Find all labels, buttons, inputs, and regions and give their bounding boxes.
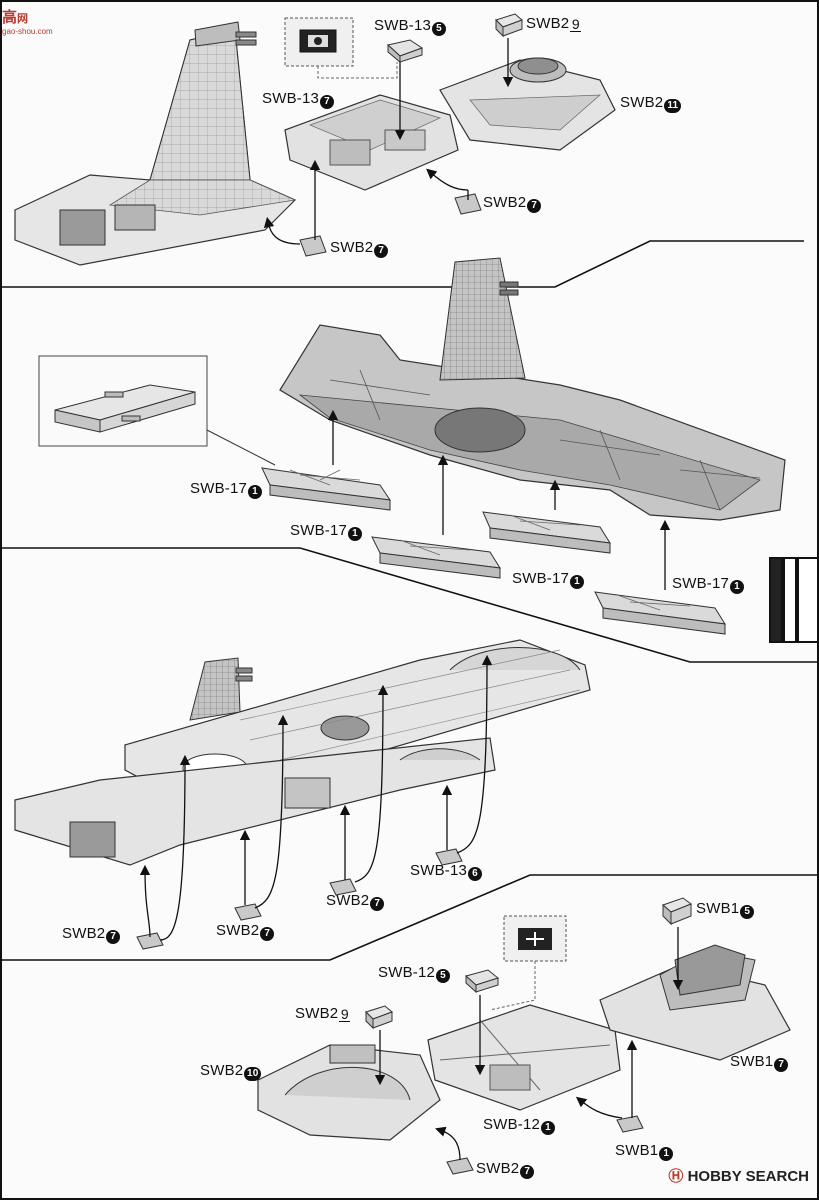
section-divider-2 <box>0 547 819 663</box>
peg-part <box>136 848 463 950</box>
detail-inset-mid <box>38 355 276 466</box>
peg-part <box>446 1115 644 1175</box>
tower-base-part <box>14 21 297 266</box>
tab-2 <box>783 557 797 643</box>
swb17-beam-d <box>594 591 726 635</box>
swb12-1-part <box>427 1004 621 1111</box>
lower-deck-part <box>14 737 496 866</box>
watermark: Ⓗ HOBBY SEARCH <box>668 1168 809 1185</box>
swb2-9-part <box>495 13 523 38</box>
swb17-beam-c <box>482 511 611 554</box>
swb17-beam-a <box>261 467 392 511</box>
section-divider-1 <box>0 240 804 288</box>
tab-1 <box>769 557 783 643</box>
swb12-5-part <box>464 969 500 994</box>
swb17-beam-b <box>371 536 501 579</box>
site-logo: 高网 gao-shou.com <box>2 9 53 36</box>
swb2-9-bottom-part <box>365 1005 393 1030</box>
watermark-icon: Ⓗ <box>668 1168 684 1185</box>
swb2-10-part <box>257 1044 441 1141</box>
swb2-11-part <box>439 57 616 151</box>
small-tower-part <box>189 657 253 721</box>
large-deck-underside-part <box>279 257 786 521</box>
page-index-tabs <box>769 557 819 643</box>
tab-3 <box>797 557 819 643</box>
swb1-7-part <box>599 944 791 1061</box>
swb13-5-part <box>386 39 424 64</box>
section-divider-3 <box>0 874 819 961</box>
swb1-5-part <box>662 897 693 926</box>
swb13-7-part <box>284 94 459 191</box>
peg-part <box>299 193 482 257</box>
